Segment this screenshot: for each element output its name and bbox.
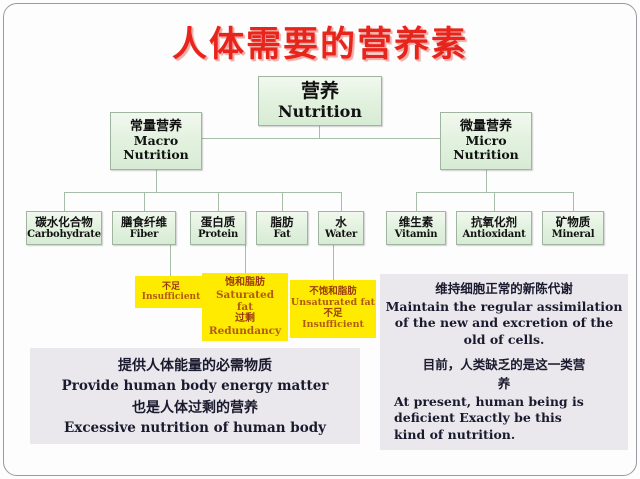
node-antioxidant-en: Antioxidant — [462, 228, 526, 240]
node-nutrition[interactable]: 营养 Nutrition — [258, 76, 382, 126]
node-protein-en: Protein — [197, 228, 239, 240]
node-mineral-cn: 矿物质 — [555, 214, 591, 229]
note-unsaturated-fat: 不饱和脂肪 Unsaturated fat 不足 Insufficient — [290, 280, 376, 338]
note-unsaturated-cn: 不饱和脂肪 — [309, 286, 357, 298]
node-carbohydrate-cn: 碳水化合物 — [35, 214, 93, 229]
panel-right-p2-cn-line1: 目前，人类缺乏的是这一类营 — [422, 357, 586, 373]
node-nutrition-en: Nutrition — [278, 102, 362, 122]
page-title: 人体需要的营养素 — [171, 25, 468, 65]
node-macro-en-line1: Macro — [133, 133, 179, 149]
node-vitamin-cn: 维生素 — [398, 214, 434, 229]
panel-right-p2-en-line3: kind of nutrition. — [394, 426, 516, 442]
node-macro-cn: 常量营养 — [129, 118, 182, 134]
panel-right-para1: 维持细胞正常的新陈代谢 Maintain the regular assimil… — [380, 280, 628, 348]
node-micro-nutrition[interactable]: 微量营养 Micro Nutrition — [440, 112, 532, 170]
panel-right-p2-cn-line2: 养 — [497, 376, 511, 391]
node-water-cn: 水 — [335, 214, 347, 229]
connector-macro-stem — [156, 170, 157, 192]
node-mineral-en: Mineral — [551, 228, 595, 240]
panel-micro-summary: 维持细胞正常的新陈代谢 Maintain the regular assimil… — [380, 274, 628, 450]
note-unsaturated-en: Unsaturated fat — [290, 297, 376, 309]
connector-macro-bus — [64, 192, 341, 193]
connector-macro-drop-2 — [144, 192, 145, 211]
panel-left-line4: Excessive nutrition of human body — [63, 420, 327, 437]
node-carbohydrate-en: Carbohydrate — [27, 228, 101, 240]
node-macro-en-line2: Nutrition — [123, 147, 189, 163]
panel-right-p1-cn: 维持细胞正常的新陈代谢 — [435, 281, 573, 296]
node-water[interactable]: 水 Water — [318, 211, 364, 245]
connector-water-to-note — [333, 245, 334, 280]
connector-micro-drop-3 — [573, 192, 574, 211]
note-saturated-redundancy-en: Redundancy — [208, 324, 282, 337]
node-fat[interactable]: 脂肪 Fat — [256, 211, 308, 245]
note-fiber-insufficient: 不足 Insufficient — [135, 276, 207, 308]
note-saturated-redundancy-cn: 过剩 — [235, 313, 255, 325]
note-unsaturated-insufficient-cn: 不足 — [323, 308, 343, 319]
node-fat-en: Fat — [273, 228, 291, 240]
panel-left-line2: Provide human body energy matter — [61, 378, 329, 395]
node-micro-en-line1: Micro — [465, 133, 507, 149]
note-saturated-fat: 饱和脂肪 Saturated fat 过剩 Redundancy — [202, 273, 288, 341]
connector-root-stem — [319, 126, 320, 138]
node-vitamin[interactable]: 维生素 Vitamin — [386, 211, 446, 245]
connector-micro-stem — [486, 170, 487, 192]
node-nutrition-cn: 营养 — [300, 79, 339, 102]
connector-macro-drop-5 — [341, 192, 342, 211]
node-micro-cn: 微量营养 — [459, 118, 512, 134]
note-saturated-en-line1: Saturated — [215, 288, 275, 301]
note-saturated-cn: 饱和脂肪 — [225, 277, 265, 289]
note-insufficient-en: Insufficient — [141, 292, 201, 302]
connector-macro-drop-4 — [282, 192, 283, 211]
panel-right-p2-en-line1: At present, human being is — [394, 393, 584, 409]
panel-left-line3: 也是人体过剩的营养 — [132, 399, 258, 416]
panel-left-line1: 提供人体能量的必需物质 — [118, 358, 272, 374]
node-protein[interactable]: 蛋白质 Protein — [190, 211, 246, 245]
panel-right-p1-en-line2: of the new and excretion of the — [394, 315, 614, 331]
note-unsaturated-insufficient-en: Insufficient — [302, 318, 364, 330]
connector-protein-to-note — [245, 245, 246, 273]
panel-right-p1-en-line3: old of cells. — [463, 331, 545, 347]
connector-root-bus — [156, 138, 486, 139]
panel-macro-summary: 提供人体能量的必需物质 Provide human body energy ma… — [30, 348, 360, 444]
node-fat-cn: 脂肪 — [270, 214, 294, 229]
node-fiber-en: Fiber — [129, 228, 159, 240]
node-antioxidant[interactable]: 抗氧化剂 Antioxidant — [456, 211, 532, 245]
connector-fiber-to-note — [170, 245, 171, 276]
node-antioxidant-cn: 抗氧化剂 — [471, 214, 517, 229]
note-saturated-en-line2: fat — [236, 300, 254, 313]
panel-right-para2: 目前，人类缺乏的是这一类营 养 At present, human being … — [380, 356, 628, 443]
node-micro-en-line2: Nutrition — [453, 147, 519, 163]
connector-micro-drop-2 — [494, 192, 495, 211]
connector-macro-drop-3 — [218, 192, 219, 211]
node-protein-cn: 蛋白质 — [200, 214, 236, 229]
node-macro-nutrition[interactable]: 常量营养 Macro Nutrition — [110, 112, 202, 170]
connector-macro-drop-1 — [64, 192, 65, 211]
note-insufficient-cn: 不足 — [161, 281, 180, 292]
node-vitamin-en: Vitamin — [394, 228, 438, 240]
node-carbohydrate[interactable]: 碳水化合物 Carbohydrate — [26, 211, 102, 245]
panel-right-p2-en-line2: deficient Exactly be this — [394, 410, 562, 426]
node-water-en: Water — [324, 228, 358, 240]
node-fiber[interactable]: 膳食纤维 Fiber — [112, 211, 176, 245]
node-mineral[interactable]: 矿物质 Mineral — [542, 211, 604, 245]
panel-right-p1-en-line1: Maintain the regular assimilation — [385, 298, 623, 314]
connector-micro-drop-1 — [416, 192, 417, 211]
node-fiber-cn: 膳食纤维 — [121, 214, 167, 229]
